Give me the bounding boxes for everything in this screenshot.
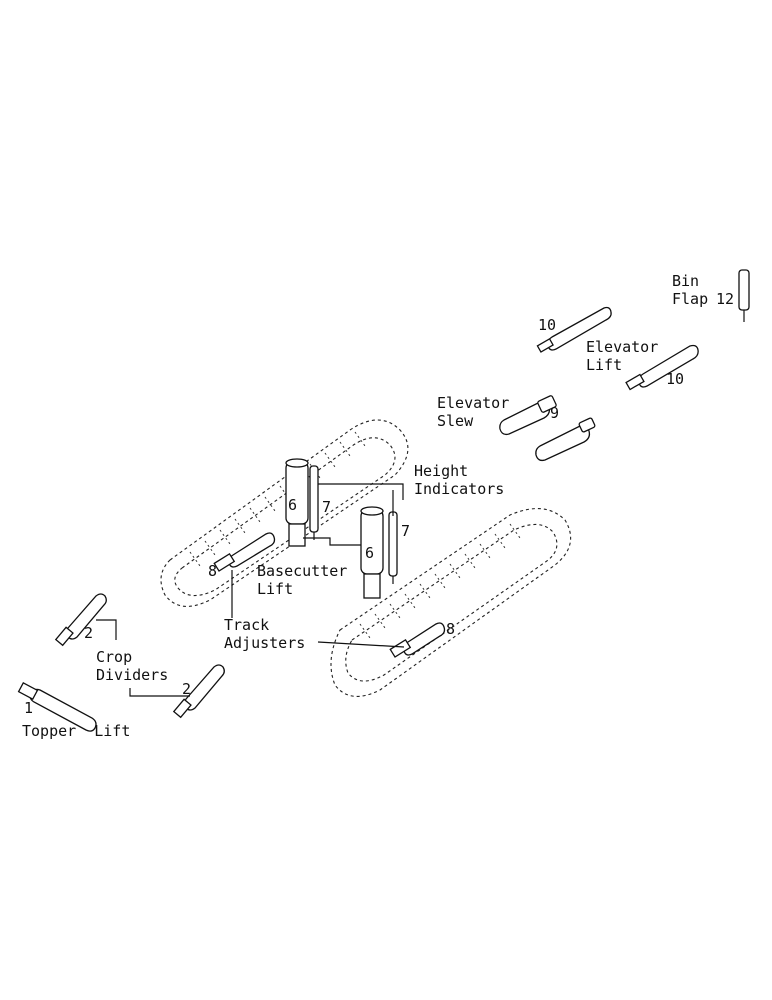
- part-number-7-front: 7: [401, 522, 410, 540]
- label-bin-flap-1: Bin: [672, 272, 699, 290]
- part-number-7-back: 7: [322, 498, 331, 516]
- label-topper-lift: Topper Lift: [22, 722, 130, 740]
- right-track: [330, 508, 572, 697]
- part-number-1: 1: [24, 699, 33, 717]
- part-number-12: 12: [716, 290, 734, 308]
- leader-lines: [96, 483, 405, 697]
- elevator-slew-cylinder-lower: [535, 417, 596, 462]
- elevator-slew-cylinder-upper: [499, 395, 557, 436]
- left-track: [160, 419, 409, 607]
- crop-divider-cylinder-upper: [54, 593, 107, 647]
- label-bin-flap-2: Flap: [672, 290, 708, 308]
- label-crop-dividers-2: Dividers: [96, 666, 168, 684]
- part-number-2-upper: 2: [84, 624, 93, 642]
- label-height-indicators-1: Height: [414, 462, 468, 480]
- part-number-9: 9: [550, 404, 559, 422]
- elevator-lift-cylinder-lower: [625, 344, 699, 391]
- track-adjuster-cylinder-left: [213, 532, 276, 572]
- label-elevator-lift-1: Elevator: [586, 338, 658, 356]
- part-number-10-upper: 10: [538, 316, 556, 334]
- labels: Bin Flap Elevator Lift Elevator Slew Hei…: [22, 272, 708, 740]
- label-basecutter-lift-2: Lift: [257, 580, 293, 598]
- basecutter-lift-cylinder-1: [285, 458, 309, 547]
- label-height-indicators-2: Indicators: [414, 480, 504, 498]
- label-track-adjusters-2: Adjusters: [224, 634, 305, 652]
- basecutter-lift-cylinder-2: [360, 506, 384, 599]
- part-number-8-left: 8: [208, 562, 217, 580]
- label-elevator-slew-1: Elevator: [437, 394, 509, 412]
- part-number-6-front: 6: [365, 544, 374, 562]
- part-number-10-lower: 10: [666, 370, 684, 388]
- height-indicator-rod-2: [388, 511, 398, 584]
- topper-lift-cylinder: [17, 681, 97, 732]
- label-elevator-slew-2: Slew: [437, 412, 474, 430]
- part-number-8-right: 8: [446, 620, 455, 638]
- part-numbers: 1 2 2 6 6 7 7 8 8 9 10 10 12: [24, 290, 734, 717]
- label-elevator-lift-2: Lift: [586, 356, 622, 374]
- bin-flap-cylinder: [738, 269, 750, 322]
- track-adjuster-cylinder-right: [389, 622, 446, 658]
- label-crop-dividers-1: Crop: [96, 648, 132, 666]
- crop-divider-cylinder-lower: [172, 664, 225, 719]
- elevator-lift-cylinder-upper: [536, 306, 612, 353]
- part-number-2-lower: 2: [182, 680, 191, 698]
- part-number-6-back: 6: [288, 496, 297, 514]
- label-track-adjusters-1: Track: [224, 616, 269, 634]
- height-indicator-rod-1: [309, 465, 319, 540]
- label-basecutter-lift-1: Basecutter: [257, 562, 347, 580]
